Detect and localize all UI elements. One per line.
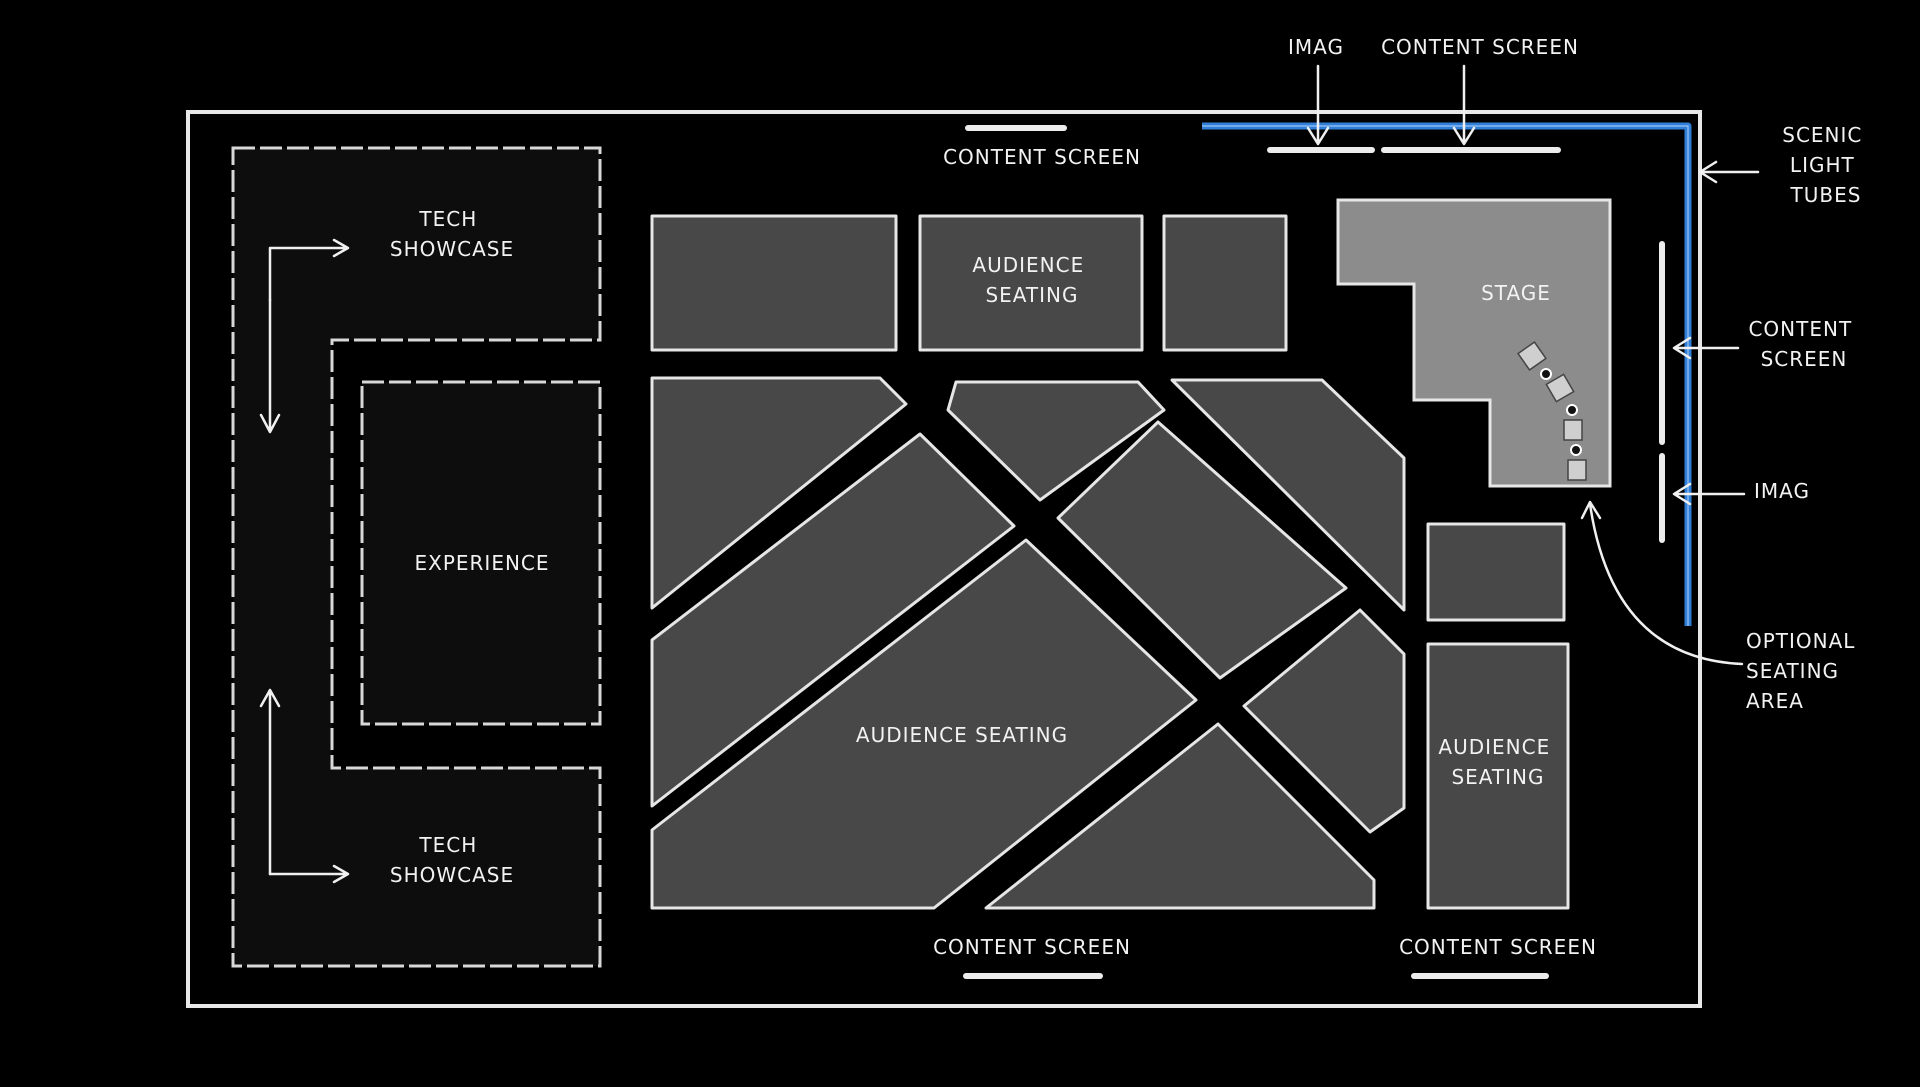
table-icon [1566,404,1578,416]
arrow-right-icon [268,864,350,884]
label-top-imag: IMAG [1288,35,1344,59]
arrow-curve-icon [1580,500,1744,666]
arrow-up-icon [259,688,281,876]
arrow-left-icon [1698,160,1760,184]
stage-chairs [1517,341,1587,481]
chair-icon [1545,373,1575,403]
arrow-down-icon [1452,64,1476,146]
label-bottom-content-screen-right: CONTENT SCREEN [1399,935,1597,959]
label-audience-seating-main: AUDIENCE SEATING [856,723,1068,747]
chair-icon [1517,341,1547,371]
seating-block [1162,214,1288,352]
label-top-content-screen-right: CONTENT SCREEN [1381,35,1579,59]
table-icon [1570,444,1582,456]
table-icon [1540,368,1552,380]
label-bottom-content-screen-center: CONTENT SCREEN [933,935,1131,959]
label-tech-showcase-top: TECH SHOWCASE [390,207,514,261]
label-audience-seating-right: AUDIENCE SEATING [1438,735,1557,789]
circulation-arrows [259,238,350,884]
seating-block [650,432,1016,808]
venue-outline [186,110,1702,1008]
seating-block [918,214,1144,352]
seating-block [650,376,908,610]
seating-block [650,214,898,352]
arrow-left-icon [1672,482,1746,506]
arrow-down-icon [259,298,281,434]
label-stage: STAGE [1481,281,1551,305]
label-experience: EXPERIENCE [414,551,549,575]
label-right-imag: IMAG [1754,479,1810,503]
label-tech-showcase-bottom: TECH SHOWCASE [390,833,514,887]
seating-block [946,380,1166,502]
seating-block [1426,642,1570,910]
scenic-light-tubes-edge [1202,125,1689,626]
stage-tables [1540,368,1582,456]
label-scenic-light-tubes: SCENIC LIGHT TUBES [1782,123,1869,207]
stage [1336,198,1612,488]
seating-block [1426,522,1566,622]
label-right-content-screen: CONTENT SCREEN [1748,317,1859,371]
arrow-down-icon [1306,64,1330,146]
label-top-content-screen-center: CONTENT SCREEN [943,145,1141,169]
experience-zone [360,380,602,726]
label-audience-seating-top: AUDIENCE SEATING [972,253,1091,307]
arrow-left-icon [1672,336,1740,360]
chair-icon [1567,459,1587,481]
seating-block [984,722,1376,910]
seating-block [650,538,1198,910]
tech-showcase-zone [231,146,602,968]
seating-block [1242,608,1406,834]
seating-block [1056,420,1348,680]
chair-icon [1563,419,1583,441]
label-optional-seating-area: OPTIONAL SEATING AREA [1746,629,1863,713]
seating-block [1170,378,1406,612]
arrow-right-icon [268,238,350,302]
